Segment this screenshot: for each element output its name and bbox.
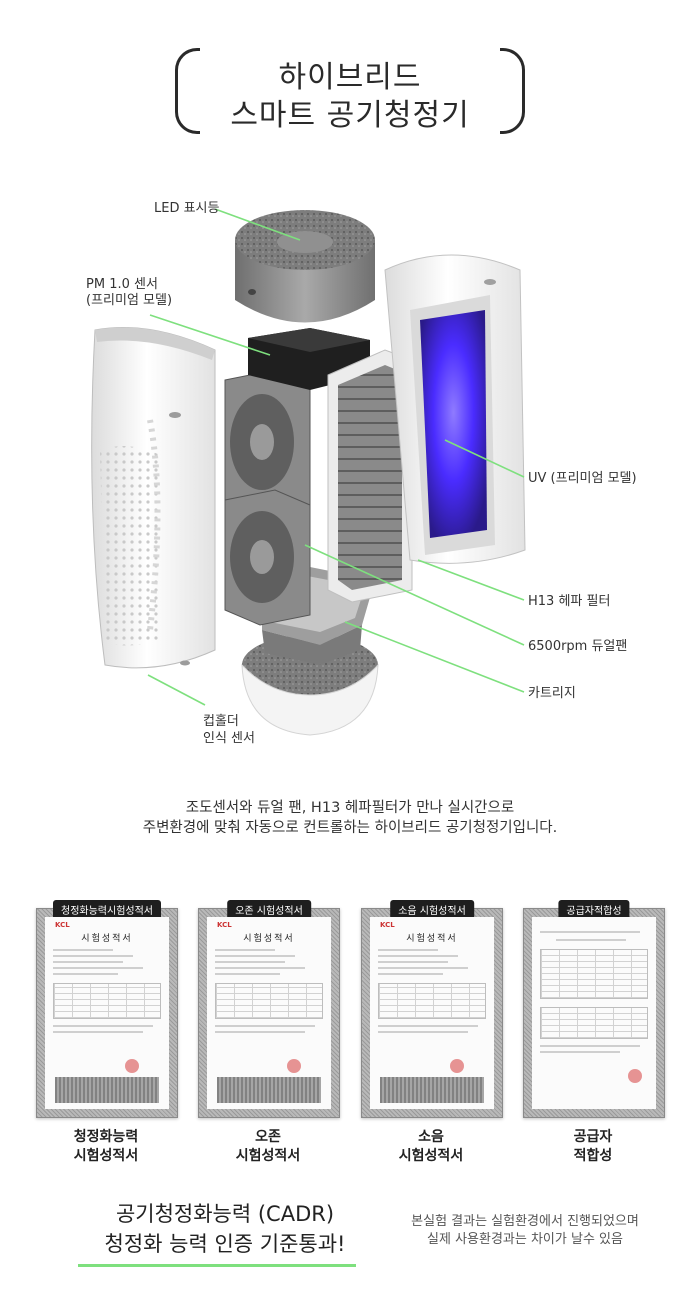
cert-heading: 시험성적서 xyxy=(243,934,295,944)
cert-caption-ozone: 오존 시험성적서 xyxy=(235,1129,301,1164)
stamp-icon xyxy=(450,1059,464,1073)
cert-logo-icon: KCL xyxy=(55,921,70,929)
leader-pm xyxy=(149,314,271,356)
cert-paper: KCL 시험성적서 xyxy=(45,917,169,1109)
rear-shell-uv xyxy=(384,254,526,564)
cert-caption-cadr: 청정화능력 시험성적서 xyxy=(73,1129,139,1164)
cert-tab: 오존 시험성적서 xyxy=(227,900,311,919)
cert-paper xyxy=(532,917,656,1109)
stamp-icon xyxy=(287,1059,301,1073)
dual-fan xyxy=(224,369,311,626)
certificate-supplier: 공급자적합성 xyxy=(523,900,665,1118)
leader-hepa xyxy=(417,559,525,601)
cadr-heading-line1: 공기청정화능력 (CADR) xyxy=(115,1202,335,1226)
label-fan: 6500rpm 듀얼팬 xyxy=(528,639,628,654)
cert-heading: 시험성적서 xyxy=(81,934,133,944)
cert-tab: 청정화능력시험성적서 xyxy=(53,900,161,919)
leader-fan xyxy=(304,544,525,646)
cadr-underline xyxy=(78,1264,356,1267)
leader-lines xyxy=(147,208,525,706)
cert-logo-icon: KCL xyxy=(217,921,232,929)
title-block: 하이브리드 스마트 공기청정기 xyxy=(175,48,525,134)
stamp-icon xyxy=(628,1069,642,1083)
stamp-icon xyxy=(125,1059,139,1073)
cert-paper: KCL 시험성적서 xyxy=(370,917,494,1109)
label-hepa: H13 헤파 필터 xyxy=(528,594,611,609)
front-shell xyxy=(91,327,216,669)
certificate-ozone: 오존 시험성적서 KCL 시험성적서 xyxy=(198,900,340,1118)
product-exploded-illustration xyxy=(91,208,526,736)
cert-tab: 공급자적합성 xyxy=(558,900,630,919)
label-pm-line2: (프리미엄 모델) xyxy=(86,293,173,308)
label-cartridge: 카트리지 xyxy=(528,686,576,701)
leader-cup xyxy=(147,674,206,706)
label-cup-line1: 컵홀더 xyxy=(203,714,239,729)
leader-uv xyxy=(444,439,525,478)
led-top-module xyxy=(235,210,375,323)
cert-tab: 소음 시험성적서 xyxy=(390,900,474,919)
label-uv: UV (프리미엄 모델) xyxy=(528,471,637,486)
hepa-filter xyxy=(327,349,413,603)
uv-light xyxy=(420,310,487,538)
page-title-line1: 하이브리드 xyxy=(278,60,422,95)
cert-caption-supplier: 공급자 적합성 xyxy=(573,1129,613,1164)
leader-cartridge xyxy=(344,621,525,693)
label-pm-line1: PM 1.0 센서 xyxy=(86,277,158,292)
leader-led xyxy=(214,208,301,241)
certificate-noise: 소음 시험성적서 KCL 시험성적서 xyxy=(361,900,503,1118)
cadr-heading-line2: 청정화 능력 인증 기준통과! xyxy=(104,1232,346,1256)
label-cup-line2: 인식 센서 xyxy=(203,731,255,746)
label-led: LED 표시등 xyxy=(154,201,220,216)
page-title-line2: 스마트 공기청정기 xyxy=(230,98,470,133)
certificate-cadr: 청정화능력시험성적서 KCL 시험성적서 xyxy=(36,900,178,1118)
description-line1: 조도센서와 듀얼 팬, H13 헤파필터가 만나 실시간으로 xyxy=(185,800,515,816)
disclaimer-line1: 본실험 결과는 실험환경에서 진행되었으며 xyxy=(411,1214,639,1229)
description-line2: 주변환경에 맞춰 자동으로 컨트롤하는 하이브리드 공기청정기입니다. xyxy=(142,820,558,836)
cert-paper: KCL 시험성적서 xyxy=(207,917,331,1109)
disclaimer-line2: 실제 사용환경과는 차이가 날수 있음 xyxy=(427,1232,623,1247)
cert-heading: 시험성적서 xyxy=(406,934,458,944)
cert-logo-icon: KCL xyxy=(380,921,395,929)
cert-caption-noise: 소음 시험성적서 xyxy=(398,1129,464,1164)
